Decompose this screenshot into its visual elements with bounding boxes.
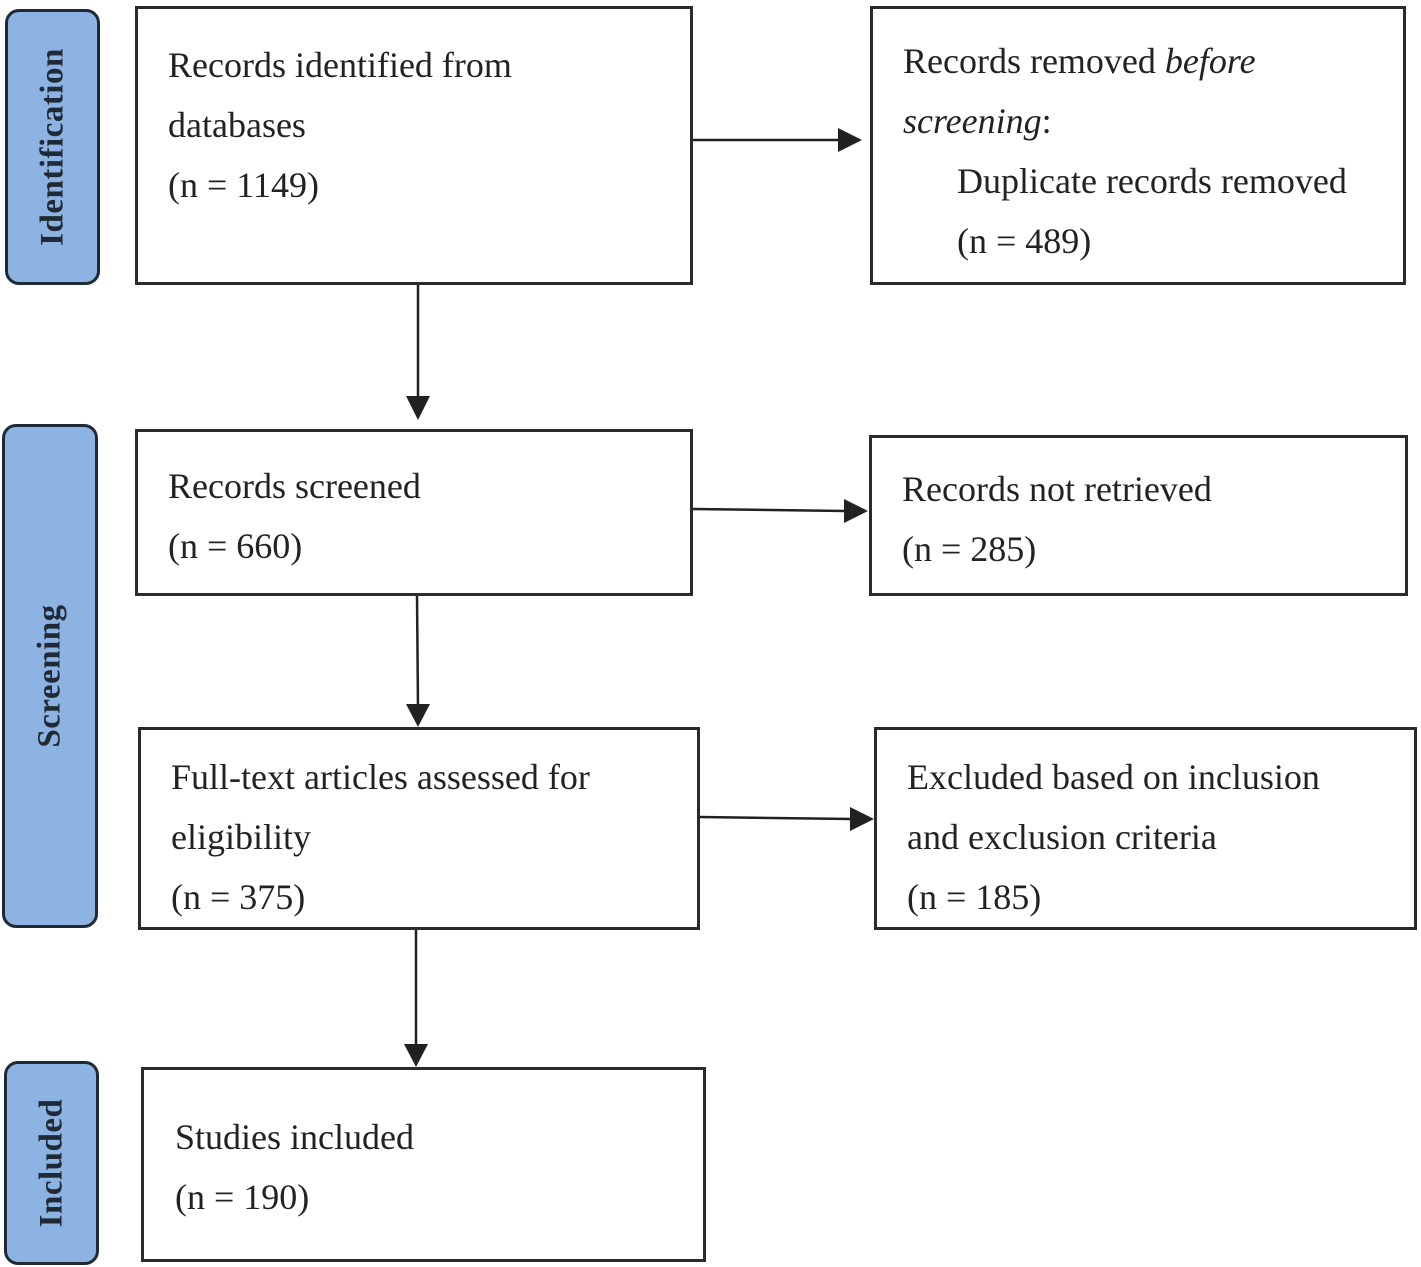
records-removed-emph-before: before <box>1164 41 1256 81</box>
box-studies-included: Studies included (n = 190) <box>141 1067 706 1262</box>
records-identified-line1: Records identified from <box>168 45 512 85</box>
arrow-screened-to-assessed <box>415 595 420 709</box>
phase-included: Included <box>4 1061 99 1265</box>
records-screened-line1: Records screened <box>168 466 421 506</box>
arrowhead-screened-to-not-retrieved <box>844 499 868 523</box>
box-excluded: Excluded based on inclusion and exclusio… <box>874 727 1417 930</box>
full-text-assessed-line2: eligibility <box>171 817 311 857</box>
records-identified-line2: databases <box>168 105 306 145</box>
records-not-retrieved-count: (n = 285) <box>902 529 1037 569</box>
arrowhead-assessed-to-included <box>404 1044 428 1067</box>
records-removed-emph-screening: screening <box>903 101 1042 141</box>
phase-screening: Screening <box>2 424 98 928</box>
records-removed-detail: Duplicate records removed <box>957 161 1347 201</box>
excluded-line2: and exclusion criteria <box>907 817 1217 857</box>
records-removed-heading-line2: screening: <box>903 91 1403 151</box>
arrowhead-identified-to-screened <box>406 396 430 420</box>
records-screened-count: (n = 660) <box>168 526 303 566</box>
excluded-count: (n = 185) <box>907 877 1042 917</box>
arrow-assessed-to-excluded <box>699 815 853 821</box>
box-records-not-retrieved: Records not retrieved (n = 285) <box>869 435 1408 596</box>
arrowhead-screened-to-assessed <box>406 704 430 727</box>
records-removed-suffix: : <box>1041 101 1052 141</box>
phase-identification: Identification <box>5 9 100 285</box>
box-records-identified: Records identified from databases (n = 1… <box>135 6 693 285</box>
studies-included-line1: Studies included <box>175 1117 414 1157</box>
records-removed-count: (n = 489) <box>957 221 1092 261</box>
records-removed-prefix: Records removed <box>903 41 1165 81</box>
box-full-text-assessed: Full-text articles assessed for eligibil… <box>138 727 700 930</box>
studies-included-count: (n = 190) <box>175 1177 310 1217</box>
arrow-screened-to-not-retrieved <box>692 507 847 513</box>
excluded-line1: Excluded based on inclusion <box>907 757 1320 797</box>
box-records-screened: Records screened (n = 660) <box>135 429 693 596</box>
records-identified-count: (n = 1149) <box>168 165 319 205</box>
arrowhead-assessed-to-excluded <box>850 807 874 831</box>
records-not-retrieved-line1: Records not retrieved <box>902 469 1212 509</box>
full-text-assessed-line1: Full-text articles assessed for <box>171 757 590 797</box>
arrowhead-identified-to-removed <box>838 128 862 152</box>
full-text-assessed-count: (n = 375) <box>171 877 306 917</box>
records-removed-heading: Records removed before <box>903 31 1403 91</box>
box-records-removed: Records removed before screening: Duplic… <box>870 6 1406 285</box>
